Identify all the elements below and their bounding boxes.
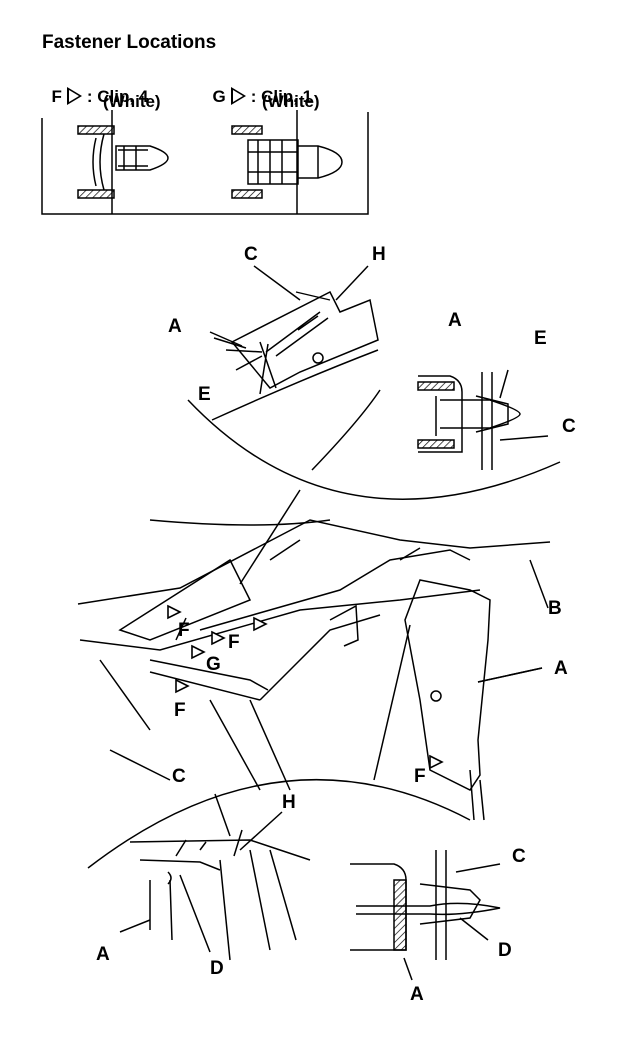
callout-g: G <box>206 654 221 675</box>
triangle-marker-icon <box>191 644 206 660</box>
triangle-marker-icon <box>211 630 226 646</box>
callout-b: B <box>548 598 562 619</box>
triangle-marker-icon <box>175 678 190 694</box>
detail-arc-top <box>187 399 561 500</box>
legend-g-sub: (White) <box>262 92 320 111</box>
callout-d: D <box>498 940 512 961</box>
legend-f: F : Clip, 4 <box>42 68 148 106</box>
triangle-marker-icon <box>230 87 246 105</box>
callout-f: F <box>178 620 190 641</box>
callout-h: H <box>282 792 296 813</box>
diagram-title: Fastener Locations <box>42 32 217 53</box>
bottom-detail-right <box>350 850 501 981</box>
top-detail-right <box>417 369 549 470</box>
callout-a: A <box>96 944 110 965</box>
main-assembly <box>77 519 551 821</box>
triangle-marker-icon <box>167 604 182 620</box>
callout-d: D <box>210 958 224 979</box>
legend-g-text: : Clip, 1 <box>250 87 313 106</box>
callout-e: E <box>198 384 211 405</box>
clip-f-drawing <box>77 110 169 214</box>
callout-h: H <box>372 244 386 265</box>
top-detail-left <box>211 265 381 471</box>
detail-arc-bottom <box>87 779 471 869</box>
callout-f: F <box>228 632 240 653</box>
callout-f: F <box>414 766 426 787</box>
legend-f-sub: (White) <box>103 92 161 111</box>
legend-g-letter: G <box>212 87 226 106</box>
triangle-marker-icon <box>253 616 268 632</box>
callout-c: C <box>244 244 258 265</box>
callout-a: A <box>554 658 568 679</box>
triangle-marker-icon <box>429 754 444 770</box>
bottom-detail-left <box>119 829 311 961</box>
legend-box <box>41 112 369 215</box>
callout-a: A <box>168 316 182 337</box>
callout-c: C <box>172 766 186 787</box>
callout-c: C <box>562 416 576 437</box>
triangle-marker-icon <box>66 87 82 105</box>
callout-a: A <box>448 310 462 331</box>
legend-g: G : Clip, 1 <box>203 68 312 106</box>
callout-f: F <box>174 700 186 721</box>
legend-f-letter: F <box>51 87 62 106</box>
callout-c: C <box>512 846 526 867</box>
legend-f-text: : Clip, 4 <box>86 87 149 106</box>
callout-a: A <box>410 984 424 1005</box>
callout-e: E <box>534 328 547 349</box>
clip-g-drawing <box>231 110 343 214</box>
